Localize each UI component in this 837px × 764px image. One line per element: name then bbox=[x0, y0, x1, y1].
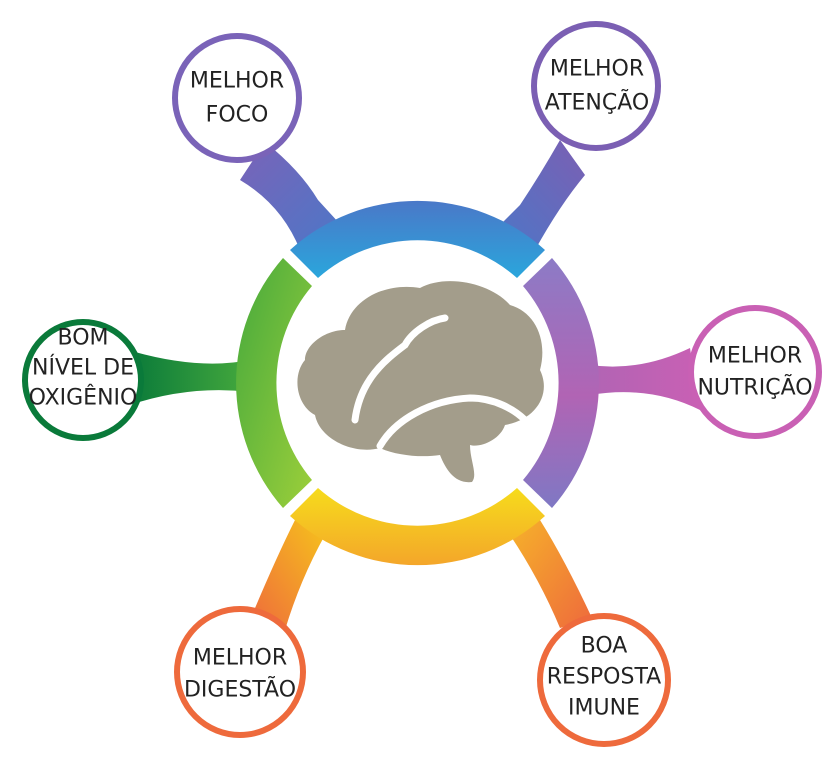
node-label-line: OXIGÊNIO bbox=[29, 385, 138, 411]
connector-left bbox=[130, 352, 250, 405]
node-label-line: NÍVEL DE bbox=[32, 355, 134, 381]
connector-bottom-right bbox=[510, 520, 592, 628]
ring-segment-left bbox=[236, 258, 312, 508]
node-label-line: ATENÇÃO bbox=[545, 89, 649, 116]
brain-icon bbox=[297, 281, 544, 483]
node-label-line: BOA bbox=[581, 634, 628, 659]
ring-segment-top bbox=[290, 200, 545, 278]
node-melhor-foco: MELHOR FOCO bbox=[172, 33, 302, 163]
node-label-line: MELHOR bbox=[708, 344, 802, 369]
connector-top-left bbox=[240, 142, 350, 250]
node-label-line: FOCO bbox=[206, 103, 269, 128]
node-label-line: DIGESTÃO bbox=[184, 676, 296, 703]
node-label-line: BOM bbox=[57, 326, 108, 351]
node-melhor-nutricao: MELHOR NUTRIÇÃO bbox=[688, 305, 822, 439]
node-boa-resposta-imune: BOA RESPOSTA IMUNE bbox=[537, 613, 671, 747]
connector-right bbox=[590, 348, 700, 410]
ring-segment-bottom bbox=[290, 488, 545, 566]
node-label-line: NUTRIÇÃO bbox=[697, 374, 812, 401]
node-bom-nivel-oxigenio: BOM NÍVEL DE OXIGÊNIO bbox=[22, 319, 144, 441]
ring-segment-right bbox=[523, 258, 599, 508]
node-melhor-digestao: MELHOR DIGESTÃO bbox=[174, 606, 306, 738]
node-label-line: IMUNE bbox=[568, 696, 640, 721]
connector-bottom-left bbox=[250, 520, 325, 630]
connector-top-right bbox=[485, 140, 585, 250]
node-label-line: MELHOR bbox=[190, 69, 284, 94]
node-melhor-atencao: MELHOR ATENÇÃO bbox=[531, 21, 661, 151]
node-label-line: MELHOR bbox=[550, 57, 644, 82]
node-label-line: MELHOR bbox=[193, 646, 287, 671]
node-label-line: RESPOSTA bbox=[547, 665, 661, 690]
